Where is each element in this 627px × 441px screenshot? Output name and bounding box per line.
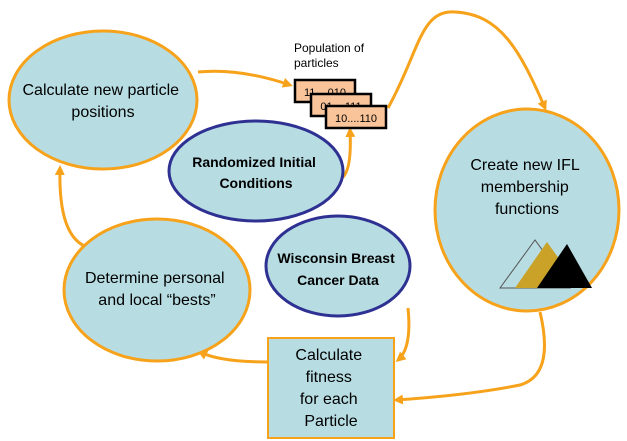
- population-group: Population of particles 11....010 01....…: [293, 41, 388, 130]
- arrow-positions-to-population: [197, 69, 293, 88]
- arrow-population-to-ifl: [386, 10, 547, 111]
- arrow-wisconsin-to-fitness: [395, 307, 411, 362]
- create-ifl-line-3: functions: [495, 201, 559, 218]
- particle-card-3: 10....110: [324, 104, 388, 130]
- randomized-line-1: Randomized Initial: [192, 154, 316, 170]
- determine-bests-line-1: Determine personal: [85, 270, 225, 287]
- svg-text:Determine personal and l: Determine personal and local “bests”: [85, 270, 229, 309]
- arrow-ifl-to-fitness: [393, 311, 546, 405]
- create-ifl-line-2: membership: [481, 179, 569, 196]
- wisconsin-line-2: Cancer Data: [297, 272, 379, 288]
- randomized-line-2: Conditions: [219, 175, 292, 191]
- node-create-ifl: Create new IFL membership functions: [433, 107, 621, 313]
- arrow-bests-to-positions: [54, 165, 91, 250]
- node-determine-bests: Determine personal and local “bests”: [62, 217, 252, 363]
- particle-card-3-text: 10....110: [335, 113, 377, 125]
- svg-text:Randomized Initial Condi: Randomized Initial Conditions: [192, 154, 320, 191]
- svg-text:Wisconsin Breast Cancer: Wisconsin Breast Cancer Data: [277, 250, 398, 288]
- svg-text:Create new IFL membershi: Create new IFL membership functions: [470, 157, 583, 218]
- membership-functions-icon: [499, 239, 592, 289]
- create-ifl-line-1: Create new IFL: [470, 157, 579, 174]
- fitness-line-4: Particle: [304, 413, 357, 430]
- arrow-fitness-to-bests: [197, 350, 269, 364]
- svg-text:Calculate fitness: Calculate fitness for each Particle: [295, 347, 366, 430]
- fitness-line-3: for each: [300, 391, 358, 408]
- calculate-positions-line-1: Calculate new particle: [23, 82, 180, 99]
- determine-bests-line-2: and local “bests”: [98, 292, 215, 309]
- node-calculate-fitness: Calculate fitness for each Particle: [267, 337, 395, 439]
- node-calculate-positions: Calculate new particle positions: [7, 29, 199, 171]
- svg-text:Calculate new particle p: Calculate new particle positions: [23, 82, 184, 121]
- wisconsin-line-1: Wisconsin Breast: [277, 250, 395, 266]
- node-wisconsin-data: Wisconsin Breast Cancer Data: [264, 214, 412, 318]
- svg-text:Population of particles: Population of particles: [294, 41, 367, 70]
- calculate-positions-line-2: positions: [71, 104, 134, 121]
- node-randomized-conditions: Randomized Initial Conditions: [167, 119, 345, 223]
- fitness-line-1: Calculate: [295, 347, 362, 364]
- population-title-line-1: Population of: [294, 41, 365, 55]
- fitness-line-2: fitness: [306, 369, 352, 386]
- population-title-line-2: particles: [294, 56, 339, 70]
